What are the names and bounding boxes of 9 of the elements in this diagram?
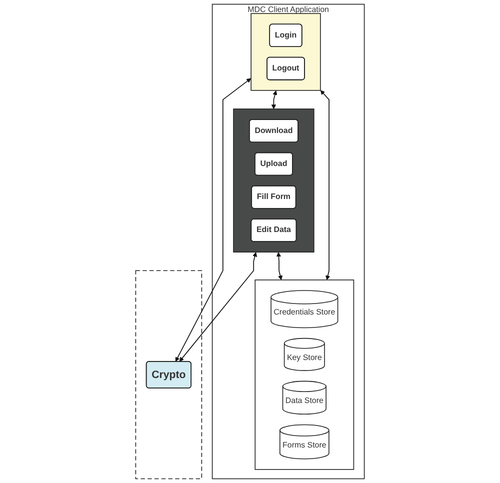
cluster — [135, 270, 202, 480]
arrow — [271, 90, 278, 110]
cluster — [254, 280, 354, 470]
arrow — [320, 90, 330, 280]
cluster — [233, 108, 314, 252]
arrow — [175, 78, 252, 362]
cluster — [250, 13, 321, 91]
arrow — [179, 252, 258, 362]
arrow — [276, 252, 283, 280]
